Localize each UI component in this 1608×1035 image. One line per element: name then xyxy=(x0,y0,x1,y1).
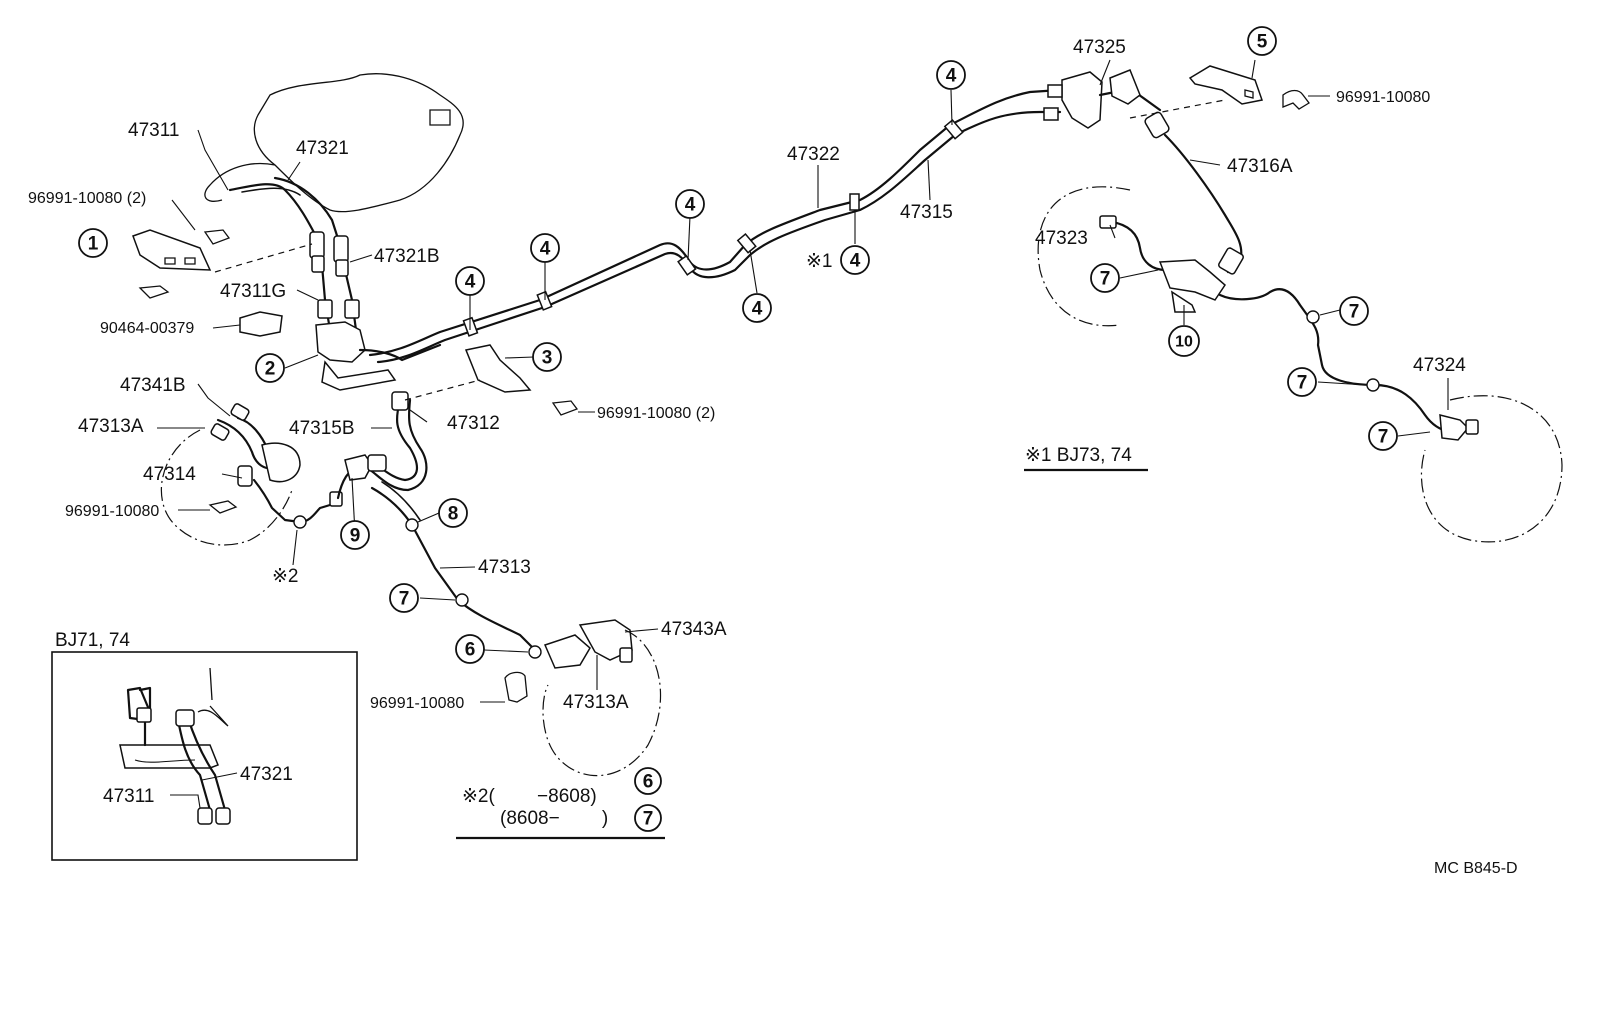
svg-text:5: 5 xyxy=(1257,32,1268,53)
svg-text:4: 4 xyxy=(685,195,696,216)
inset-label-47311: 47311 xyxy=(103,786,154,807)
svg-text:7: 7 xyxy=(1297,373,1308,394)
label-47316A: 47316A xyxy=(1227,156,1293,177)
callout-7-b: 7 xyxy=(1339,296,1369,326)
callout-9: 9 xyxy=(340,520,370,550)
small-clips xyxy=(138,229,579,703)
svg-text:1: 1 xyxy=(88,234,99,255)
callout-4-a: 4 xyxy=(455,266,485,296)
label-90464: 90464-00379 xyxy=(100,320,194,337)
svg-text:4: 4 xyxy=(946,66,957,87)
label-clip-2-a: 96991-10080 (2) xyxy=(28,190,146,207)
bracket-1 xyxy=(132,229,313,273)
label-47324: 47324 xyxy=(1413,355,1466,376)
label-clip-2-b: 96991-10080 (2) xyxy=(597,405,715,422)
svg-text:7: 7 xyxy=(643,809,654,830)
callout-7-e: 7 xyxy=(389,583,419,613)
bracket-5 xyxy=(1129,65,1263,119)
svg-text:3: 3 xyxy=(542,348,553,369)
svg-text:7: 7 xyxy=(1100,269,1111,290)
note2-line2: (8608− ) xyxy=(500,808,608,829)
left-wheel-pipes xyxy=(160,403,373,546)
svg-text:8: 8 xyxy=(448,504,459,525)
label-47321-top: 47321 xyxy=(296,138,349,159)
svg-text:7: 7 xyxy=(1378,427,1389,448)
leader-lines xyxy=(134,59,1449,809)
callout-5: 5 xyxy=(1247,26,1277,56)
label-47343A: 47343A xyxy=(661,619,727,640)
label-47322: 47322 xyxy=(787,144,840,165)
inset-bj71-74 xyxy=(51,651,358,861)
svg-text:6: 6 xyxy=(643,772,654,793)
label-47313A-bottom: 47313A xyxy=(563,692,629,713)
svg-text:9: 9 xyxy=(350,526,361,547)
inset-label-47321: 47321 xyxy=(240,764,293,785)
label-47311G: 47311G xyxy=(220,281,286,302)
notes: ※1 ※1 BJ73, 74 ※2 ※2( −8608) (8608− ) xyxy=(272,251,1132,829)
callout-8: 8 xyxy=(438,498,468,528)
note2-mark: ※2 xyxy=(272,566,299,587)
pipe-47313 xyxy=(370,481,662,777)
label-47315B: 47315B xyxy=(289,418,355,439)
callout-7-f: 7 xyxy=(634,804,662,832)
callout-7-a: 7 xyxy=(1090,263,1120,293)
callout-6-b: 6 xyxy=(634,767,662,795)
svg-text:4: 4 xyxy=(465,272,476,293)
label-clip-right: 96991-10080 xyxy=(1336,89,1430,106)
callout-7-d: 7 xyxy=(1368,421,1398,451)
note1-text: ※1 BJ73, 74 xyxy=(1025,445,1132,466)
note2-line1: ※2( −8608) xyxy=(462,786,597,807)
main-pipes-47322-47315 xyxy=(368,88,1062,364)
label-47325: 47325 xyxy=(1073,37,1126,58)
label-47311-top: 47311 xyxy=(128,120,179,141)
bracket-3 xyxy=(404,344,532,401)
callout-4-e: 4 xyxy=(840,245,870,275)
part-labels: 47311 47321 96991-10080 (2) 47321B 47311… xyxy=(28,37,1518,877)
svg-text:2: 2 xyxy=(265,359,276,380)
svg-text:10: 10 xyxy=(1175,334,1193,351)
label-47312: 47312 xyxy=(447,413,500,434)
label-47313: 47313 xyxy=(478,557,531,578)
reference-code: MC B845-D xyxy=(1434,860,1518,877)
callout-7-c: 7 xyxy=(1287,367,1317,397)
callouts: 1 2 3 4 4 4 4 4 4 5 6 6 7 7 7 7 7 7 8 9 … xyxy=(78,26,1398,832)
label-clip-bottom: 96991-10080 xyxy=(370,695,464,712)
label-47321B: 47321B xyxy=(374,246,440,267)
label-47341B: 47341B xyxy=(120,375,186,396)
callout-1: 1 xyxy=(78,228,108,258)
callout-6-a: 6 xyxy=(455,634,485,664)
svg-text:7: 7 xyxy=(399,589,410,610)
svg-text:4: 4 xyxy=(752,299,763,320)
rear-axle-right xyxy=(1037,186,1563,543)
svg-text:4: 4 xyxy=(850,251,861,272)
inset-title: BJ71, 74 xyxy=(55,630,130,651)
brake-booster-outline xyxy=(204,73,464,213)
label-clip-left: 96991-10080 xyxy=(65,503,159,520)
callout-4-f: 4 xyxy=(936,60,966,90)
label-47323: 47323 xyxy=(1035,228,1088,249)
svg-text:7: 7 xyxy=(1349,302,1360,323)
label-47314: 47314 xyxy=(143,464,196,485)
note1-mark: ※1 xyxy=(806,251,833,272)
callout-2: 2 xyxy=(255,353,285,383)
label-47315: 47315 xyxy=(900,202,953,223)
callout-4-c: 4 xyxy=(675,189,705,219)
hose-47315B xyxy=(367,391,428,492)
callout-4-b: 4 xyxy=(530,233,560,263)
front-pipes xyxy=(228,176,442,391)
svg-text:4: 4 xyxy=(540,239,551,260)
label-47313A-left: 47313A xyxy=(78,416,144,437)
clip-top-right xyxy=(1282,89,1310,110)
callout-10: 10 xyxy=(1168,325,1200,357)
callout-4-d: 4 xyxy=(742,293,772,323)
rear-junction xyxy=(1043,69,1244,275)
svg-text:6: 6 xyxy=(465,640,476,661)
callout-3: 3 xyxy=(532,342,562,372)
